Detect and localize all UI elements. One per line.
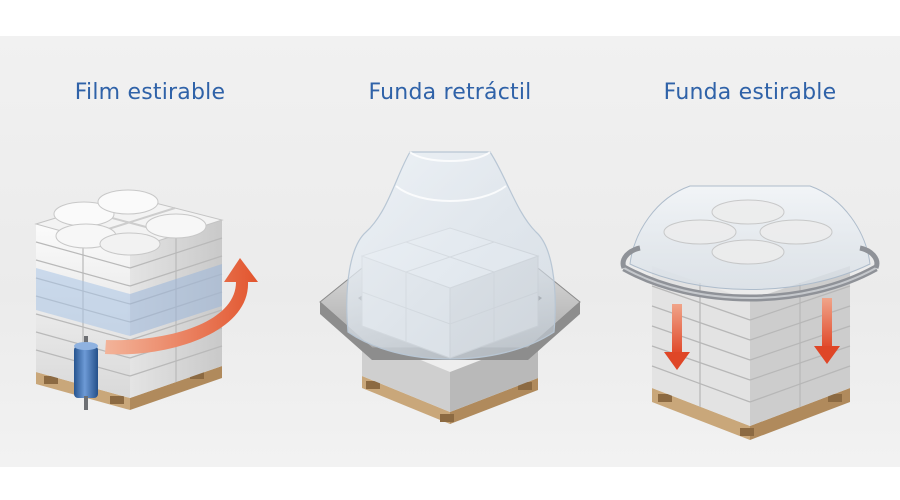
wooden-pallet [362,376,538,424]
wooden-pallet [652,388,850,440]
stretch-film-wrap [36,264,222,336]
panel-stretch-film: Film estirable [0,36,300,467]
stretch-hood-frame [620,245,880,302]
wrap-direction-arrow-icon [105,258,258,355]
stretch-film-roll-icon [74,336,98,410]
panel-stretch-hood: Funda estirable [600,36,900,467]
panel-title-stretch-film: Film estirable [74,80,226,105]
panel-title-shrink-hood: Funda retráctil [368,80,532,105]
shrink-hood-pallet-illustration [319,151,581,424]
stretch-hood-pallet-illustration [620,185,880,440]
stretch-hood-film [629,185,871,290]
down-arrow-icon [664,304,690,370]
shrink-film-bag [346,151,556,360]
top-bag-layer [34,189,224,256]
stretch-film-pallet-illustration [34,189,258,410]
panel-shrink-hood: Funda retráctil [300,36,600,467]
panel-title-stretch-hood: Funda estirable [663,80,837,105]
down-arrow-icon [814,298,840,364]
